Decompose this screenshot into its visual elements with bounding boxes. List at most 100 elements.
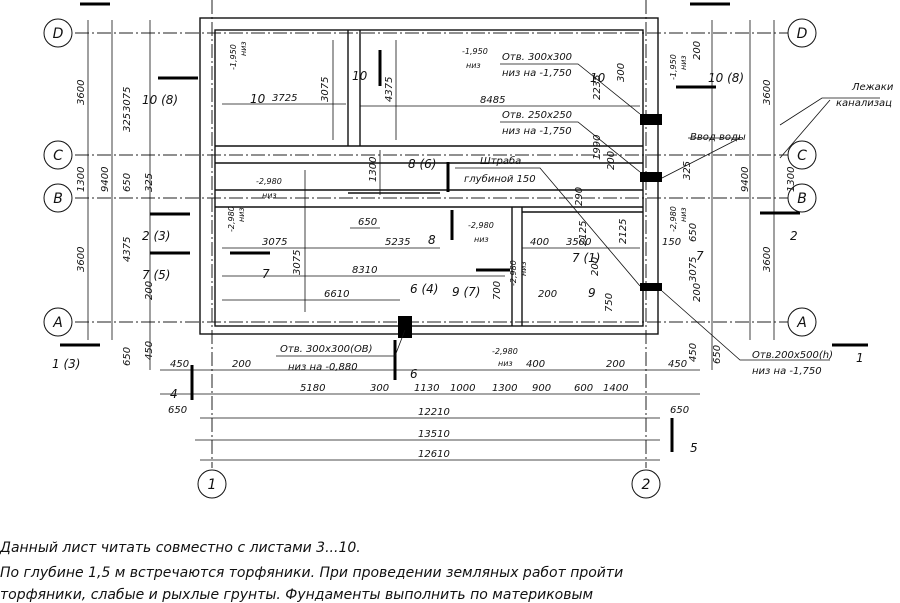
- dim-text: 12610: [418, 449, 450, 460]
- leader-o2: [500, 121, 641, 173]
- opening-marks: [398, 114, 662, 338]
- dim-text: 3075: [320, 77, 331, 102]
- dim-text: 300: [616, 63, 627, 82]
- axis-label-2: 2: [642, 477, 651, 493]
- leader-o3: [276, 329, 406, 357]
- dim-text: 3075: [292, 250, 303, 275]
- callout-opening-200x500-level: низ на -1,750: [752, 366, 822, 377]
- dim-text: 9400: [740, 167, 751, 192]
- callout-opening-250x250-level: низ на -1,750: [502, 126, 572, 137]
- axis-label-c-left: C: [53, 148, 63, 164]
- dims-inner: 3725 3075 4375 8485 1300 650 5235 3075 3…: [262, 77, 681, 300]
- section-label: 10: [590, 71, 606, 85]
- dim-text: 450: [144, 341, 155, 360]
- dim-text: 650: [358, 217, 377, 228]
- section-label: 10: [250, 92, 266, 106]
- axis-bubble-a-left: [43, 307, 73, 337]
- level-value: -2,980: [227, 206, 236, 232]
- dim-text: 1000: [450, 383, 475, 394]
- dim-text: 200: [144, 281, 155, 300]
- callout-water-inlet: Ввод воды: [690, 132, 746, 143]
- dim-text: 400: [526, 359, 545, 370]
- dim-text: 325: [682, 161, 693, 180]
- axis-bubbles: [43, 18, 817, 499]
- dim-text: 200: [538, 289, 557, 300]
- dim-text: 200: [590, 257, 601, 276]
- dim-text: 3600: [76, 80, 87, 105]
- axis-label-d-right: D: [797, 26, 808, 42]
- section-label: 9: [588, 286, 596, 300]
- section-label: 5: [690, 441, 698, 455]
- section-label: 6: [410, 367, 418, 381]
- dim-text: 3075: [688, 257, 699, 282]
- section-label: 8 (6): [408, 157, 436, 171]
- level-note: низ: [498, 359, 513, 368]
- dim-text: 200: [692, 283, 703, 302]
- dimension-lines: [87, 20, 775, 461]
- dim-text: 200: [232, 359, 251, 370]
- section-label: 6 (4): [410, 282, 438, 296]
- leader-water: [661, 137, 741, 179]
- level-note: низ: [237, 207, 246, 222]
- level-value: -2,980: [256, 177, 282, 186]
- dim-text: 450: [688, 343, 699, 362]
- dim-text: 6610: [324, 289, 349, 300]
- opening-250x250: [640, 172, 662, 182]
- dim-text: 750: [604, 293, 615, 312]
- callout-opening-300x300: Отв. 300х300: [502, 52, 572, 63]
- callout-sewer-2: канализац: [836, 98, 892, 109]
- dim-text: 700: [492, 281, 503, 300]
- level-note: низ: [466, 61, 481, 70]
- level-note: низ: [519, 261, 528, 276]
- dims-left: 3600 1300 3600 9400 3075 325 650 325 437…: [76, 80, 155, 366]
- opening-callouts: Отв. 300х300 низ на -1,750 Отв. 250х250 …: [280, 52, 894, 377]
- section-label: 7: [262, 267, 270, 281]
- dim-text: 12210: [418, 407, 450, 418]
- section-label: 2: [790, 229, 798, 243]
- section-label: 2 (3): [142, 229, 170, 243]
- section-labels: 10 10 10 10 (8) 10 (8) 8 (6) 8 2 (3) 7 (…: [52, 69, 864, 455]
- leader-sewer: [779, 97, 880, 126]
- level-value: -2,980: [669, 206, 678, 232]
- level-note: низ: [679, 207, 688, 222]
- axis-label-b-left: B: [53, 191, 63, 207]
- axis-bubble-2: [631, 469, 661, 499]
- level-value: -1,950: [462, 47, 488, 56]
- section-label: 1 (3): [52, 357, 80, 371]
- dim-text: 450: [170, 359, 189, 370]
- dim-text: 325: [122, 113, 133, 132]
- axis-bubble-c-right: [787, 140, 817, 170]
- note-line-2: По глубине 1,5 м встречаются торфяники. …: [0, 565, 624, 581]
- dim-text: 1130: [414, 383, 439, 394]
- dim-text: 400: [530, 237, 549, 248]
- callout-groove: Штраба: [480, 155, 521, 167]
- leader-o4: [661, 290, 830, 361]
- section-label: 4: [170, 387, 178, 401]
- leader-o1: [500, 63, 641, 115]
- section-label: 7: [696, 249, 704, 263]
- level-note: низ: [262, 191, 277, 200]
- callout-opening-300x300-level: низ на -1,750: [502, 68, 572, 79]
- dim-text: 9400: [100, 167, 111, 192]
- dim-text: 1300: [368, 157, 379, 182]
- dim-text: 3600: [76, 247, 87, 272]
- dim-text: 3600: [762, 80, 773, 105]
- dim-text: 3600: [762, 247, 773, 272]
- callout-groove-depth: глубиной 150: [464, 173, 536, 185]
- dim-text: 4375: [122, 237, 133, 262]
- dim-text: 450: [668, 359, 687, 370]
- axis-bubble-a-right: [787, 307, 817, 337]
- dim-text: 13510: [418, 429, 450, 440]
- dims-bottom: 450 200 5180 300 1130 1000 1300 900 600 …: [168, 359, 689, 460]
- dim-text: 3075: [262, 237, 287, 248]
- axis-bubble-d-right: [787, 18, 817, 48]
- dim-text: 5235: [385, 237, 410, 248]
- dim-text: 290: [574, 187, 585, 206]
- axis-label-a-right: A: [796, 315, 807, 331]
- section-marks: [60, 2, 868, 452]
- dim-text: 200: [606, 359, 625, 370]
- leader-lines: [276, 63, 880, 361]
- axis-label-d-left: D: [53, 26, 64, 42]
- level-note: низ: [679, 55, 688, 70]
- dim-text: 150: [662, 237, 681, 248]
